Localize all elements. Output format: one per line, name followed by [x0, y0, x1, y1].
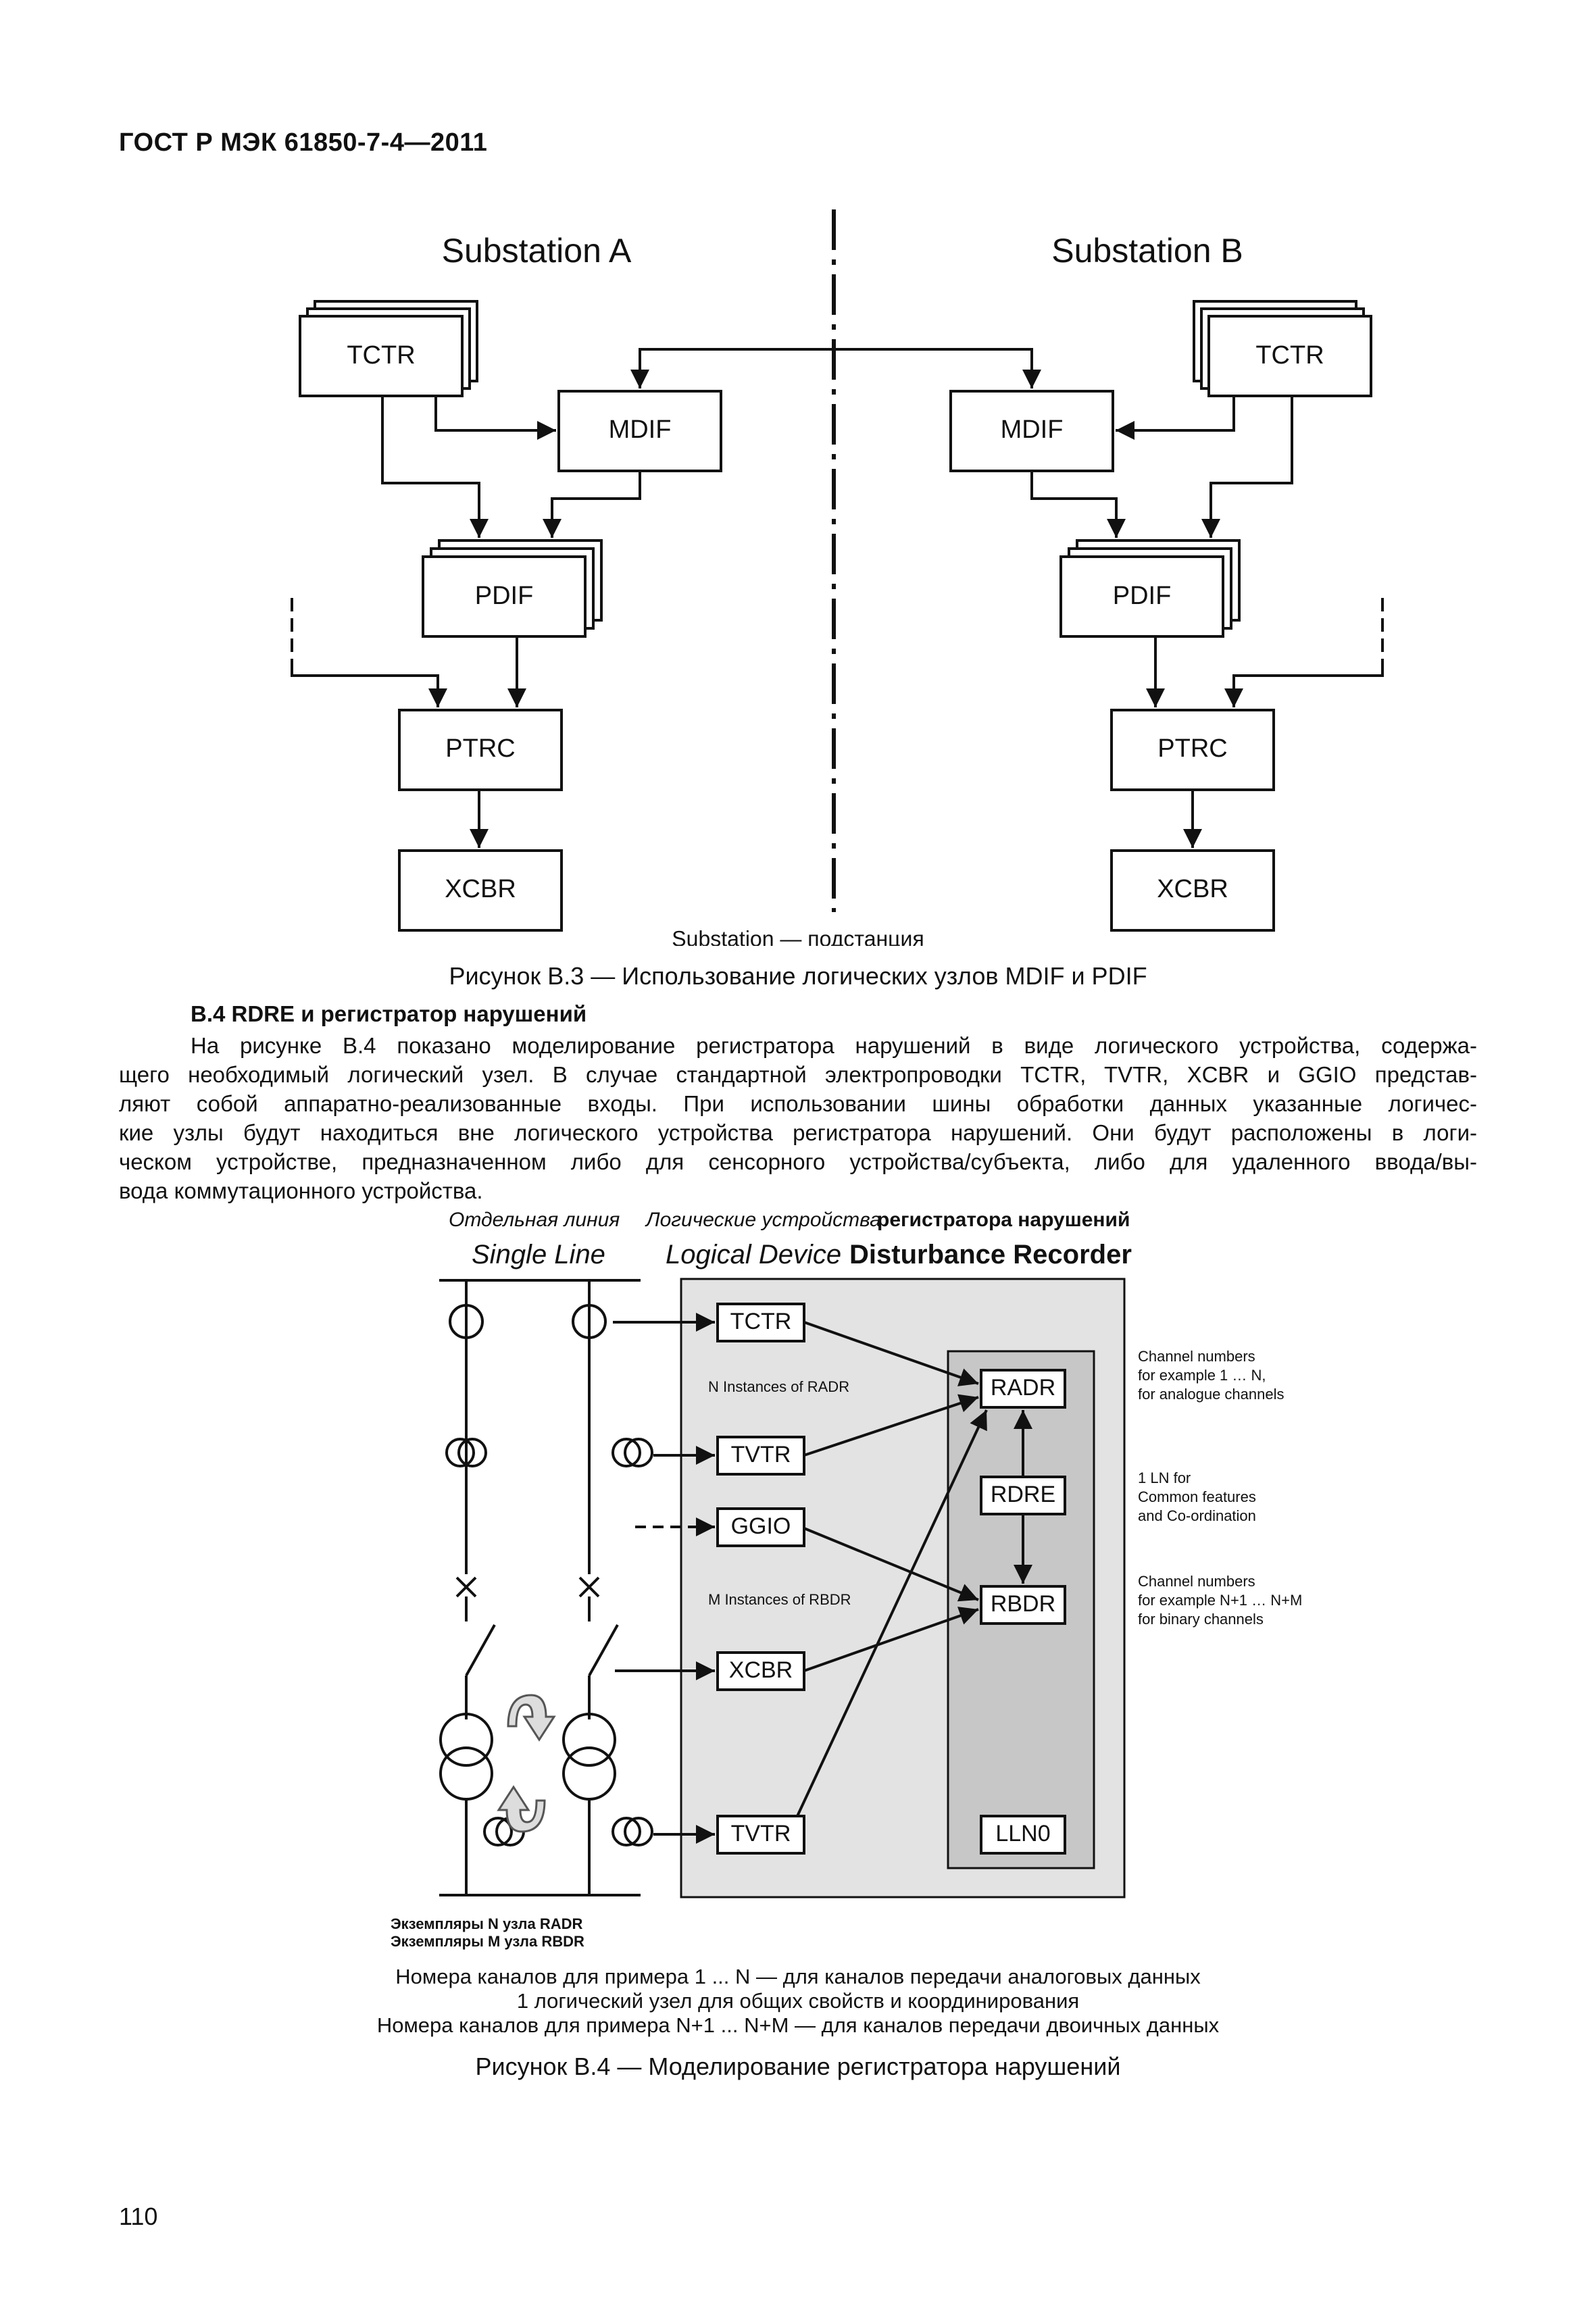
- substation-b-title: Substation B: [1051, 232, 1243, 270]
- note-binary-line: for example N+1 … N+M: [1138, 1592, 1302, 1609]
- figure-b4-diagram: Отдельная линия Логические устройства ре…: [391, 1209, 1302, 1950]
- label-single-line: Single Line: [472, 1240, 605, 1269]
- node-ptrc-b: PTRC: [1157, 734, 1227, 763]
- document-header: ГОСТ Р МЭК 61850-7-4—2011: [119, 128, 488, 157]
- legend-line: Номера каналов для примера 1 ... N — для…: [395, 1965, 1201, 1988]
- paragraph-line: ляют собой аппаратно-реализованные входы…: [119, 1091, 1477, 1116]
- substation-a-title: Substation A: [442, 232, 632, 270]
- node-mdif-b: MDIF: [1001, 416, 1064, 444]
- note-analogue-line: Channel numbers: [1138, 1348, 1255, 1365]
- note-ln-line: and Co-ordination: [1138, 1507, 1256, 1524]
- label-logical-device-ru-italic: Логические устройства: [645, 1209, 881, 1231]
- legend-line: 1 логический узел для общих свойств и ко…: [516, 1989, 1080, 2013]
- label-logical-device-italic: Logical Device: [666, 1240, 841, 1269]
- note-analogue-line: for example 1 … N,: [1138, 1367, 1266, 1384]
- node-pdif-a: PDIF: [475, 582, 534, 610]
- paragraph-line: На рисунке В.4 показано моделирование ре…: [191, 1033, 1477, 1058]
- section-title: В.4 RDRE и регистратор нарушений: [191, 1001, 587, 1026]
- m-instances-label: M Instances of RBDR: [708, 1591, 851, 1608]
- bottom-ru-label-1: Экземпляры N узла RADR: [391, 1915, 583, 1932]
- label-logical-device-bold: Disturbance Recorder: [849, 1240, 1132, 1269]
- note-ln-line: 1 LN for: [1138, 1469, 1191, 1486]
- figure-b4-legend: Номера каналов для примера 1 ... N — для…: [0, 1965, 1596, 2038]
- b4-node-rdre: RDRE: [991, 1482, 1055, 1507]
- section-paragraph: На рисунке В.4 показано моделирование ре…: [119, 1031, 1477, 1205]
- node-pdif-b: PDIF: [1113, 582, 1172, 610]
- node-tctr-a: TCTR: [347, 341, 415, 370]
- label-logical-device-ru-bold: регистратора нарушений: [877, 1209, 1130, 1231]
- paragraph-line: ческом устройстве, предназначенном либо …: [119, 1149, 1477, 1174]
- label-single-line-ru: Отдельная линия: [449, 1209, 620, 1231]
- figure-b4-caption: Рисунок В.4 — Моделирование регистратора…: [475, 2053, 1121, 2080]
- b4-node-tvtr-1: TVTR: [731, 1442, 791, 1467]
- paragraph-line: щего необходимый логический узел. В случ…: [119, 1062, 1477, 1087]
- b4-node-tvtr-2: TVTR: [731, 1821, 791, 1846]
- b4-node-rbdr: RBDR: [991, 1591, 1055, 1617]
- b4-node-ggio: GGIO: [731, 1513, 791, 1539]
- node-xcbr-a: XCBR: [445, 875, 516, 903]
- paragraph-line: вода коммутационного устройства.: [119, 1178, 483, 1203]
- figure-b3-diagram: Substation A Substation B TCTR MDIF PDIF…: [291, 209, 1384, 946]
- n-instances-label: N Instances of RADR: [708, 1378, 849, 1395]
- node-xcbr-b: XCBR: [1157, 875, 1228, 903]
- note-ln-line: Common features: [1138, 1488, 1256, 1505]
- b4-node-radr: RADR: [991, 1375, 1055, 1401]
- paragraph-line: кие узлы будут находиться вне логическог…: [119, 1120, 1477, 1145]
- page-number: 110: [119, 2203, 158, 2230]
- figure-b3-caption: Рисунок В.3 — Использование логических у…: [449, 962, 1147, 990]
- node-tctr-b: TCTR: [1255, 341, 1324, 370]
- legend-line: Номера каналов для примера N+1 ... N+M —…: [376, 2013, 1220, 2037]
- node-ptrc-a: PTRC: [445, 734, 515, 763]
- bottom-ru-label-2: Экземпляры M узла RBDR: [391, 1933, 584, 1950]
- note-analogue-line: for analogue channels: [1138, 1386, 1285, 1403]
- b4-node-xcbr: XCBR: [729, 1657, 793, 1683]
- note-binary-line: Channel numbers: [1138, 1573, 1255, 1590]
- node-mdif-a: MDIF: [609, 416, 672, 444]
- b4-node-lln0: LLN0: [995, 1821, 1050, 1846]
- note-binary-line: for binary channels: [1138, 1611, 1264, 1628]
- b4-node-tctr: TCTR: [730, 1309, 792, 1334]
- figure-b3-note: Substation — подстанция: [672, 926, 924, 946]
